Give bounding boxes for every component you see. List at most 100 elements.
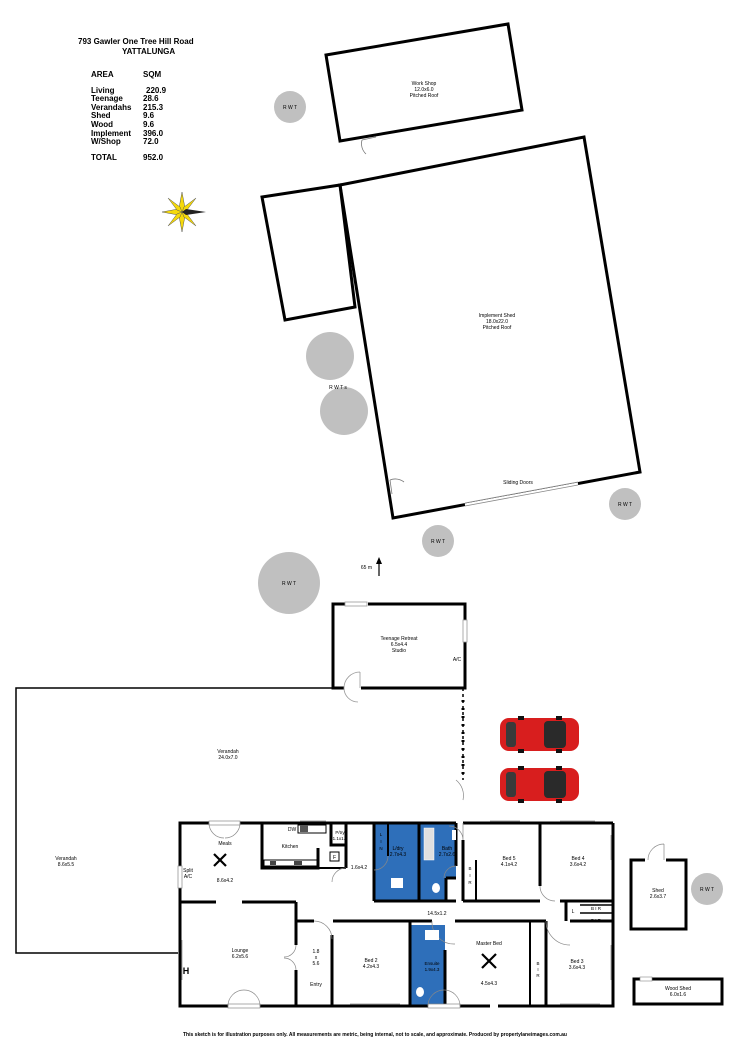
linen-label-1: L — [380, 832, 383, 837]
wood-shed-building — [632, 976, 724, 1006]
entry-label: Entry — [310, 982, 322, 988]
tank-label: R W T — [283, 105, 297, 111]
ceiling-fan-icon — [481, 953, 497, 969]
bed2-dims: 4.2x4.3 — [363, 964, 380, 970]
tank-label: R W T — [618, 502, 632, 508]
tank-label: R W T — [282, 581, 296, 587]
area-row-value: 396.0 — [143, 128, 164, 138]
meals-name: Meals — [218, 841, 232, 847]
bir-label-1: B — [468, 866, 471, 871]
tank-icon — [609, 488, 641, 520]
tank-icon — [258, 552, 320, 614]
bed5-dims: 4.1x4.2 — [501, 862, 518, 868]
wood-shed-name: Wood Shed — [665, 986, 691, 992]
compass-icon — [161, 191, 206, 233]
split-ac-label-2: A/C — [184, 874, 193, 880]
arrow-up-icon — [376, 557, 382, 576]
lounge-name: Lounge — [232, 948, 249, 954]
bed2-name: Bed 2 — [364, 958, 377, 964]
bed5-name: Bed 5 — [502, 856, 515, 862]
address-line-1: 793 Gawler One Tree Hill Road — [78, 37, 194, 46]
ensuite-dims: 1.9x4.3 — [425, 967, 440, 972]
verandah-main-dims: 24.0x7.0 — [218, 755, 237, 761]
wood-shed-dims: 6.0x1.6 — [670, 992, 687, 998]
bir-label-2: I — [469, 873, 470, 878]
tank-icon — [306, 332, 354, 380]
master-name: Master Bed — [476, 941, 502, 947]
area-row-value: 9.6 — [143, 119, 155, 129]
entry-hall-dims-3: 5.6 — [313, 961, 320, 967]
area-row-value: 215.3 — [143, 102, 164, 112]
area-row-value: 9.6 — [143, 111, 155, 121]
bir-label-2: I — [537, 967, 538, 972]
ac-label: A/C — [453, 657, 462, 663]
distance-label: 65 m — [361, 565, 372, 571]
pantry-dims: 1.1x1.5 — [333, 836, 348, 841]
tank-icon — [422, 525, 454, 557]
fridge-label: F — [333, 855, 336, 861]
area-table-header: AREA SQM — [91, 70, 166, 80]
hallway-dims: 14.5x1.2 — [427, 911, 446, 917]
implement-shed-name: Implement Shed — [479, 313, 516, 319]
area-row-value: 220.9 — [146, 85, 167, 95]
master-dims: 4.5x4.3 — [481, 981, 498, 987]
bath-dims: 2.7x2.6 — [439, 852, 456, 858]
water-tanks — [258, 91, 723, 905]
workshop-building — [324, 22, 524, 155]
bir-label-3: R — [536, 973, 540, 978]
area-row-label: Wood — [91, 119, 114, 129]
area-row-label: Teenage — [91, 94, 123, 104]
bed4-name: Bed 4 — [571, 856, 584, 862]
bir-horizontal-label: B I R — [591, 918, 602, 923]
area-total-label: TOTAL — [91, 152, 117, 162]
bir-horizontal-label: B I R — [591, 906, 602, 911]
kitchen-bench — [263, 824, 327, 867]
area-row: Verandahs 215.3 — [91, 102, 166, 113]
tank-icon — [320, 387, 368, 435]
area-row-label: W/Shop — [91, 137, 121, 147]
area-col-header: AREA — [91, 70, 114, 79]
bir-label-1: B — [536, 961, 539, 966]
implement-shed-dims: 18.0x22.0 — [486, 319, 508, 325]
area-row-label: Verandahs — [91, 102, 132, 112]
ensuite-name: Ensuite — [424, 961, 440, 966]
ceiling-fan-icon — [213, 853, 227, 867]
implement-shed-roof: Pitched Roof — [483, 325, 512, 331]
teenage-retreat-windows — [343, 601, 468, 703]
bed3-name: Bed 3 — [570, 959, 583, 965]
linen-cupboard-label: L — [572, 909, 575, 915]
lounge-dims: 6.2x5.6 — [232, 954, 249, 960]
teenage-retreat — [331, 602, 467, 690]
address-block: 793 Gawler One Tree Hill Road YATTALUNGA — [78, 37, 194, 57]
house-openings — [177, 779, 612, 1009]
laundry-name: L/dry — [392, 846, 404, 852]
sliding-doors-label: Sliding Doors — [503, 480, 533, 486]
disclaimer-footer: This sketch is for illustration purposes… — [183, 1032, 567, 1038]
address-line-2: YATTALUNGA — [122, 47, 176, 56]
laundry-dims: 2.7x4.3 — [390, 852, 407, 858]
bed3-dims: 3.6x4.3 — [569, 965, 586, 971]
entry-hall-dims-2: x — [315, 955, 318, 961]
linen-label-2: I — [380, 839, 381, 844]
car-icon — [500, 766, 579, 803]
shed-name: Shed — [652, 888, 664, 894]
hall-dims: 1.6x4.2 — [351, 865, 368, 871]
verandah-side-dims: 8.6x5.5 — [58, 862, 75, 868]
tank-label: R W T — [431, 539, 445, 545]
sqm-col-header: SQM — [143, 70, 162, 79]
area-row: W/Shop 72.0 — [91, 138, 166, 147]
tank-icon — [691, 873, 723, 905]
workshop-roof: Pitched Roof — [410, 93, 439, 99]
teenage-retreat-dims: 6.5x4.4 — [391, 642, 408, 648]
bath-name: Bath — [442, 846, 453, 852]
area-row-value: 72.0 — [143, 137, 159, 147]
workshop-name: Work Shop — [412, 81, 437, 87]
teenage-retreat-name: Teenage Retreat — [381, 636, 419, 642]
bir-label-3: R — [468, 880, 472, 885]
